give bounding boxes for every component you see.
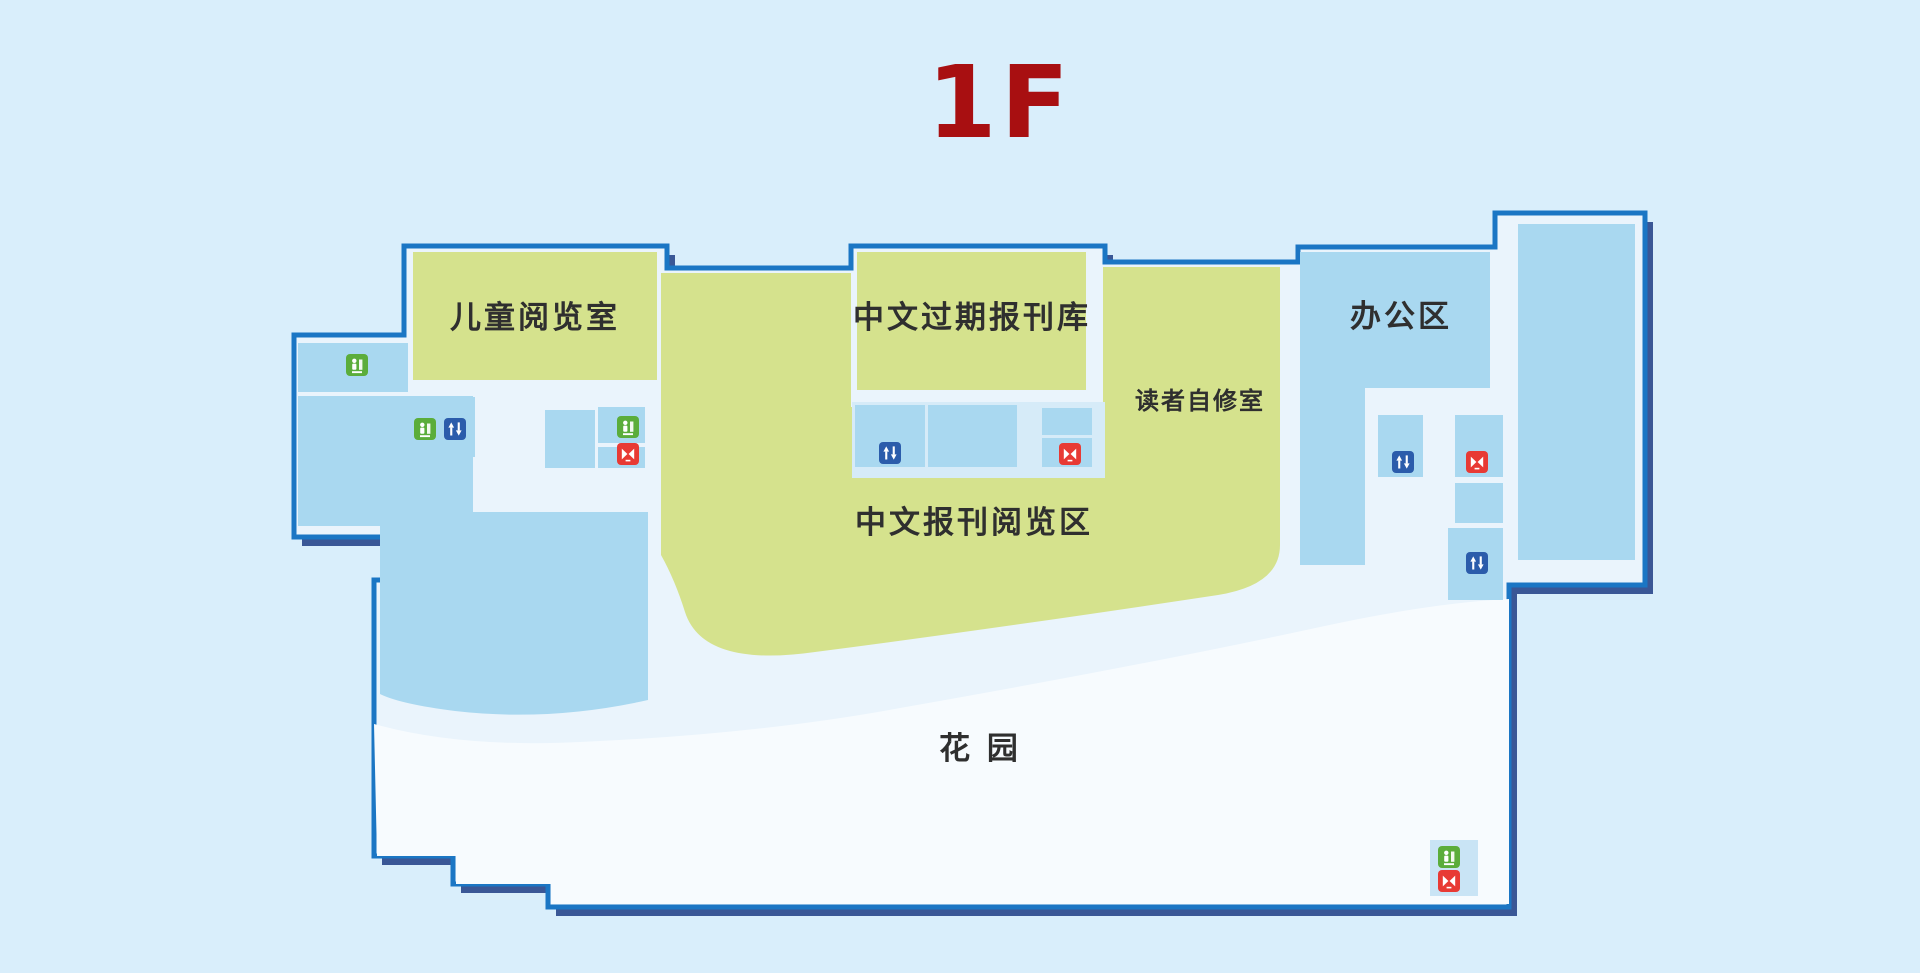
room-garden [374, 599, 1509, 904]
cell-central-c [1042, 408, 1092, 435]
elevator-icon [444, 418, 466, 440]
toilet-icon [617, 416, 639, 438]
stairs-icon [617, 443, 639, 465]
room-chinese-back-issue-periodicals-stacks [857, 252, 1086, 390]
label-children-reading-room: 儿童阅览室 [450, 300, 620, 336]
cell-office-c [1455, 483, 1503, 523]
label-garden: 花 园 [939, 731, 1021, 767]
stairs-icon [1059, 443, 1081, 465]
elevator-icon [1466, 552, 1488, 574]
label-chinese-periodicals-reading-area: 中文报刊阅览区 [855, 505, 1093, 541]
label-chinese-back-issue-periodicals-stacks: 中文过期报刊库 [853, 300, 1091, 336]
room-east-wing [1518, 224, 1635, 560]
toilet-icon [414, 418, 436, 440]
label-reader-self-study-room: 读者自修室 [1135, 387, 1265, 415]
cell-central-b [928, 405, 1017, 467]
toilet-icon [1438, 846, 1460, 868]
elevator-icon [1392, 451, 1414, 473]
room-children-reading-room [413, 252, 657, 380]
label-office-area: 办公区 [1350, 299, 1452, 335]
elevator-icon [879, 442, 901, 464]
floor-title: 1F [927, 44, 1073, 161]
room-office-area [1300, 252, 1490, 565]
room-southwest-block [380, 512, 648, 715]
stairs-icon [1438, 870, 1460, 892]
stairs-icon [1466, 451, 1488, 473]
toilet-icon [346, 354, 368, 376]
cell-left-c [545, 410, 595, 468]
